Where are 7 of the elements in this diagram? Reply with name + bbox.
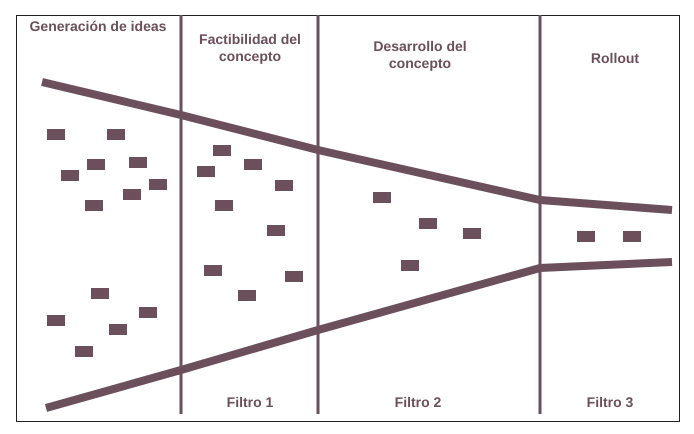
- filter-label: Filtro 3: [586, 394, 634, 411]
- stage-heading: Generación de ideas: [28, 18, 168, 35]
- filter-label: Filtro 1: [226, 394, 274, 411]
- stage-heading: Rollout: [590, 50, 640, 67]
- stage-heading: Factibilidad del concepto: [198, 31, 302, 65]
- filter-label: Filtro 2: [394, 394, 442, 411]
- stage-heading: Desarrollo del concepto: [372, 38, 468, 72]
